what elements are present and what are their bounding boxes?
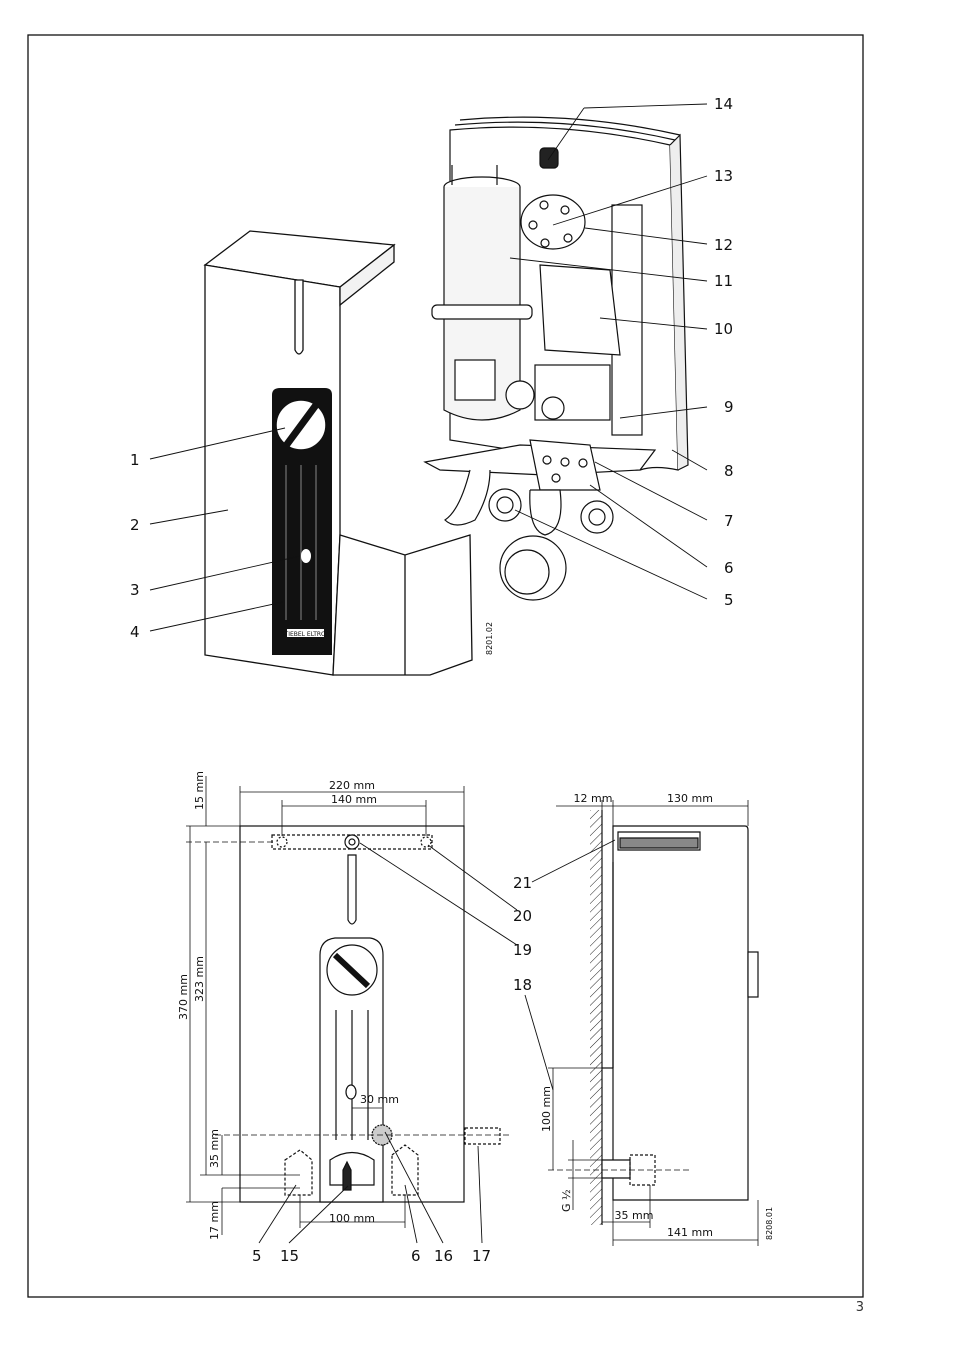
callout-19: 19 (513, 941, 532, 959)
callout-15: 15 (280, 1247, 299, 1265)
callouts-top: 1 2 3 4 5 6 7 8 9 10 11 12 13 14 (130, 95, 734, 641)
dim-width-total: 220 mm (329, 779, 375, 792)
callout-5-front: 5 (252, 1247, 262, 1265)
figure-code-side: 8208.01 (765, 1207, 774, 1240)
leader-lines-top (149, 103, 708, 632)
callout-21: 21 (513, 874, 532, 892)
callout-20: 20 (513, 907, 532, 925)
callout-14: 14 (714, 95, 733, 113)
dim-center-offset: 30 mm (360, 1093, 399, 1106)
dim-height-total: 370 mm (177, 974, 190, 1020)
callout-11: 11 (714, 272, 733, 290)
side-dimensions (548, 800, 759, 1246)
dim-wall-gap: 12 mm (574, 792, 613, 805)
dim-depth: 130 mm (667, 792, 713, 805)
indicator-lamp (301, 549, 311, 563)
front-dimension-labels: 220 mm 140 mm 15 mm 370 mm 323 mm 35 mm … (177, 771, 399, 1240)
dim-height-conn: 100 mm (540, 1086, 553, 1132)
brand-logo (287, 629, 324, 637)
dim-thread: G ½ (560, 1189, 573, 1212)
figure-code-top: 8201.02 (485, 622, 494, 655)
page-number: 3 (855, 1300, 864, 1315)
callout-6: 6 (724, 559, 734, 577)
dim-conn-depth: 35 mm (615, 1209, 654, 1222)
callouts-front: 5 15 6 16 17 19 20 (252, 907, 532, 1265)
callout-18: 18 (513, 976, 532, 994)
dim-depth-total: 141 mm (667, 1226, 713, 1239)
callout-3: 3 (130, 581, 140, 599)
callouts-side: 21 18 (513, 874, 532, 994)
callout-9: 9 (724, 398, 734, 416)
dim-conn-offset: 35 mm (208, 1129, 221, 1168)
dim-bottom-offset: 17 mm (208, 1201, 221, 1240)
leader-lines-side (524, 839, 616, 1091)
svg-text:STIEBEL ELTRON: STIEBEL ELTRON (281, 631, 331, 638)
dim-conn-spacing: 100 mm (329, 1212, 375, 1225)
callout-8: 8 (724, 462, 734, 480)
callout-13: 13 (714, 167, 733, 185)
callout-10: 10 (714, 320, 733, 338)
leader-lines-front (258, 842, 518, 1244)
callout-2: 2 (130, 516, 140, 534)
appliance-cover (203, 230, 473, 676)
front-view (239, 825, 501, 1203)
callout-6-front: 6 (411, 1247, 421, 1265)
callout-12: 12 (714, 236, 733, 254)
wall (590, 810, 602, 1225)
front-dimensions (186, 776, 510, 1235)
dim-height-holes: 323 mm (193, 956, 206, 1002)
page-frame (27, 34, 864, 1298)
callout-16: 16 (434, 1247, 453, 1265)
control-panel: STIEBEL ELTRON (272, 388, 332, 655)
callout-4: 4 (130, 623, 140, 641)
callout-7: 7 (724, 512, 734, 530)
dial-pointer (282, 402, 319, 450)
callout-17: 17 (472, 1247, 491, 1265)
side-dimension-labels: 12 mm 130 mm 100 mm G ½ 35 mm 141 mm (540, 792, 713, 1239)
dim-top-offset: 15 mm (193, 771, 206, 810)
side-view (590, 810, 759, 1225)
internal-unit (423, 116, 689, 601)
callout-5: 5 (724, 591, 734, 609)
dim-width-holes: 140 mm (331, 793, 377, 806)
callout-1: 1 (130, 451, 140, 469)
